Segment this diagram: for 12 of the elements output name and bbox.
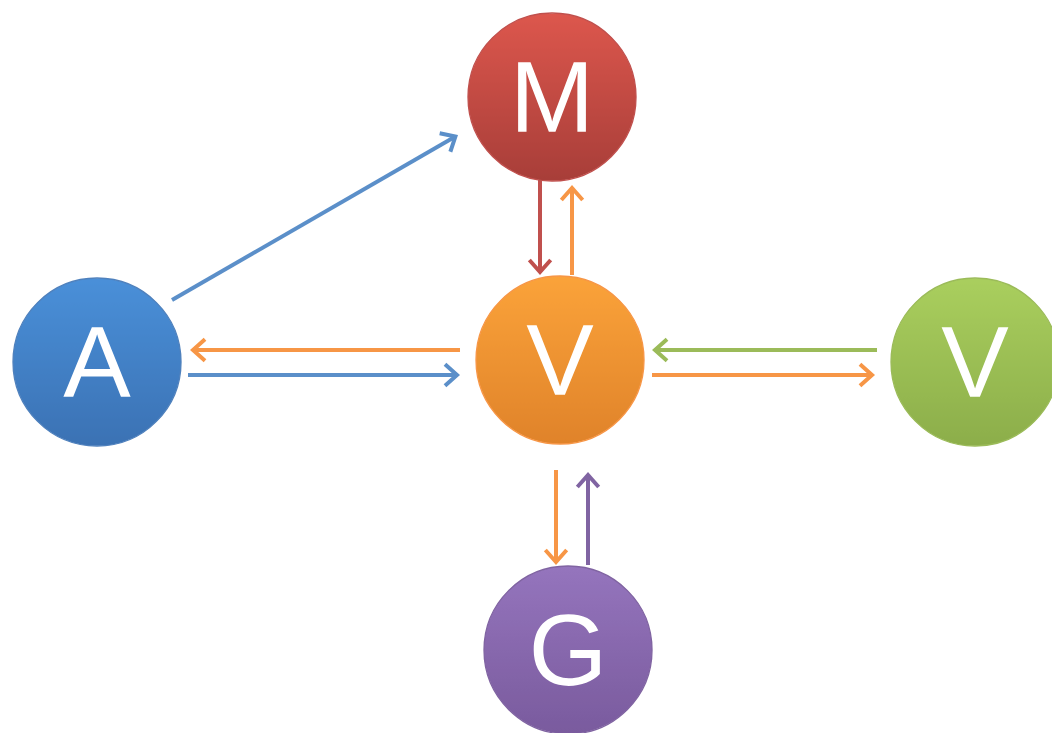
arrow — [171, 131, 458, 302]
circle-node: V — [475, 275, 645, 445]
arrow — [652, 362, 875, 388]
arrow — [527, 180, 553, 275]
circle-node: A — [12, 277, 182, 447]
arrow — [559, 185, 585, 275]
arrow — [575, 472, 601, 565]
arrow — [188, 362, 460, 388]
arrow — [543, 470, 569, 565]
circle-node: M — [467, 12, 637, 182]
arrow — [652, 337, 877, 363]
arrow — [190, 337, 460, 363]
